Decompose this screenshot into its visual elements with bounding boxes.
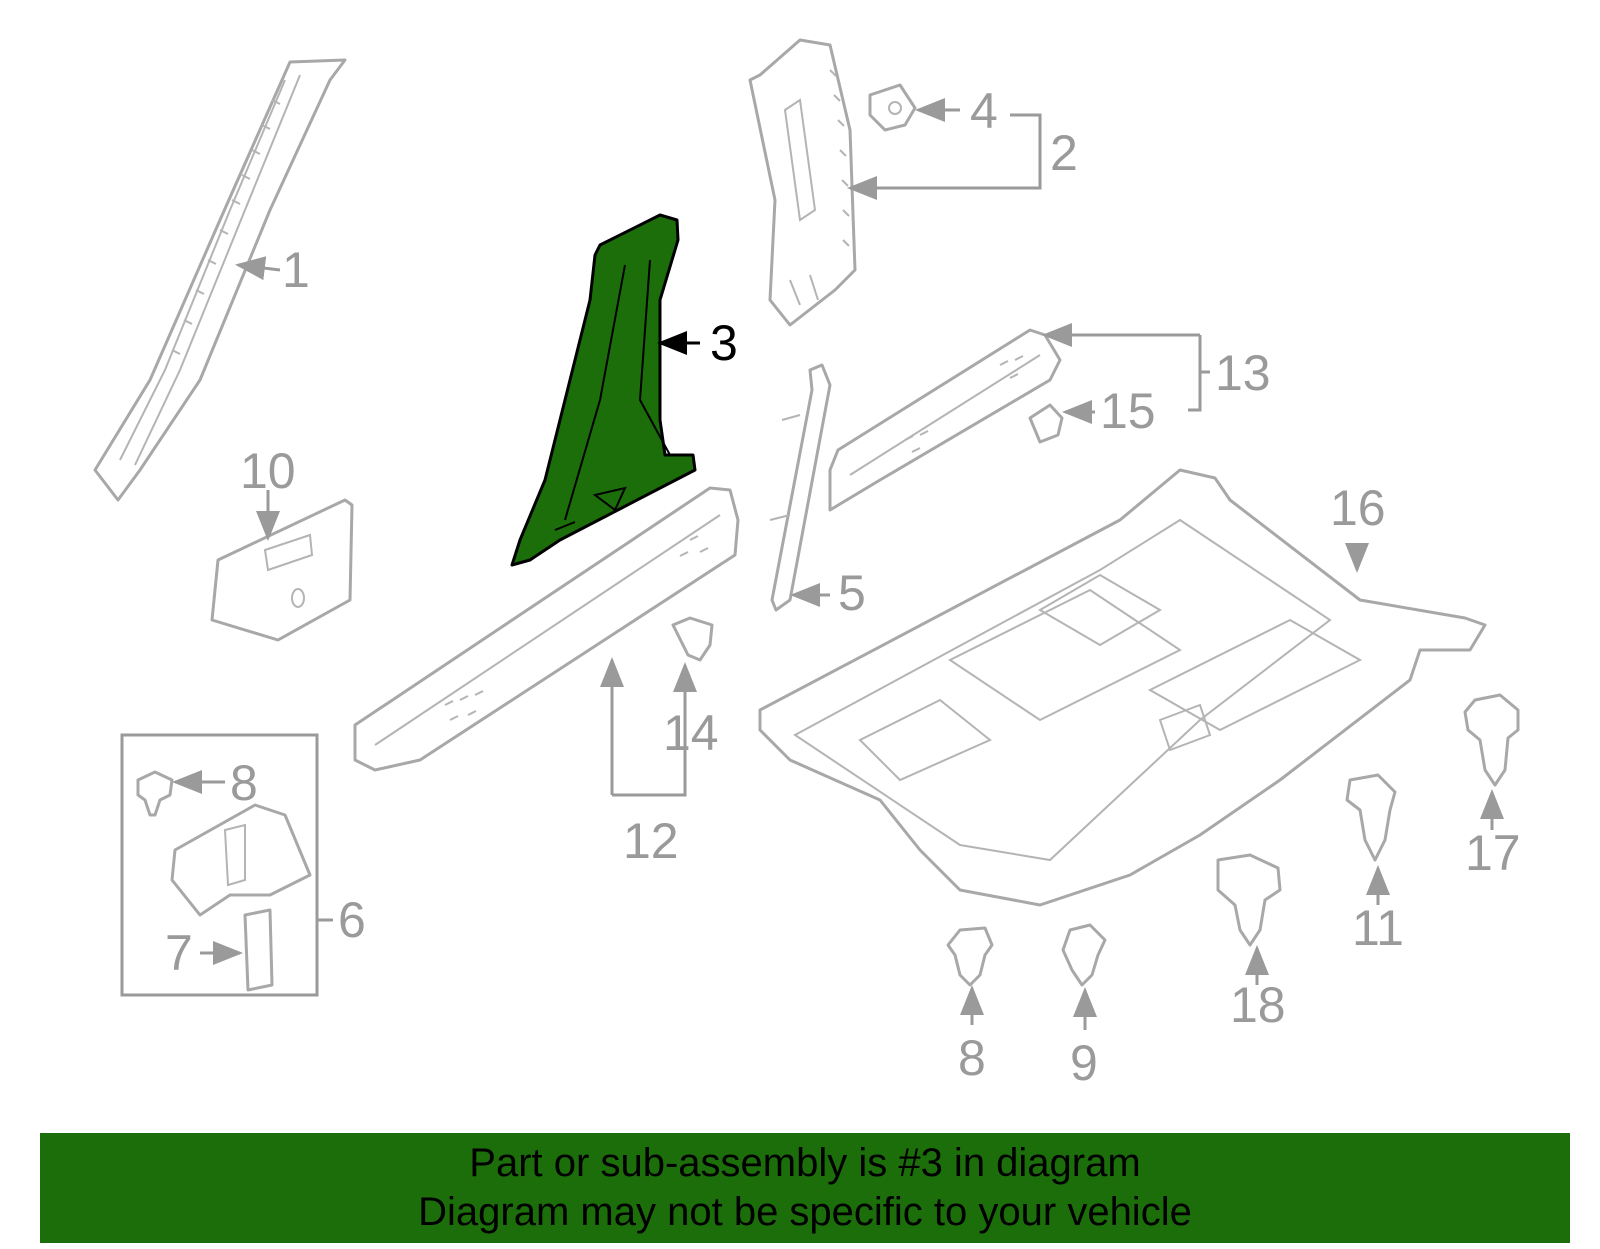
part-15-clip: [1028, 403, 1064, 444]
part-2-b-pillar-upper-trim: [748, 38, 857, 327]
part-3-shape: [510, 213, 697, 567]
callout-6: 6: [338, 892, 366, 948]
callout-11: 11: [1352, 900, 1404, 956]
parts-diagram: 1 2 4 3 10 12: [93, 38, 1521, 1091]
info-banner: Part or sub-assembly is #3 in diagram Di…: [40, 1133, 1570, 1243]
callout-16: 16: [1330, 480, 1386, 536]
part-5-weatherstrip: [769, 363, 832, 612]
callout-12: 12: [623, 813, 679, 869]
part-14-clip: [671, 616, 714, 662]
part-4-clip: [868, 83, 917, 132]
callout-18: 18: [1230, 977, 1286, 1033]
part-13-rear-sill-trim: [828, 328, 1062, 512]
callout-10: 10: [240, 443, 296, 499]
part-9-screw: [1061, 923, 1107, 987]
callout-5: 5: [838, 565, 866, 621]
part-10-panel: [210, 498, 354, 642]
callout-13: 13: [1215, 345, 1271, 401]
callout-15: 15: [1100, 383, 1156, 439]
callout-14: 14: [663, 705, 719, 761]
part-17-fastener: [1463, 693, 1520, 787]
callout-8-top: 8: [230, 755, 258, 811]
callout-9: 9: [1070, 1035, 1098, 1091]
callout-2: 2: [1050, 125, 1078, 181]
callout-3: 3: [710, 315, 738, 371]
part-6-group: [120, 733, 319, 997]
part-16-floor-carpet: [758, 468, 1487, 907]
part-18-plug: [1216, 853, 1282, 947]
part-11-screw: [1345, 773, 1397, 862]
part-3-b-pillar-lower-trim: [510, 213, 697, 567]
callout-1: 1: [282, 242, 310, 298]
part-1-a-pillar-trim: [93, 58, 347, 502]
banner-line-2: Diagram may not be specific to your vehi…: [418, 1190, 1192, 1234]
part-12-sill-trim: [353, 486, 740, 772]
part-8-fastener: [946, 926, 994, 987]
banner-line-1: Part or sub-assembly is #3 in diagram: [469, 1141, 1141, 1185]
callout-4: 4: [970, 83, 998, 139]
callout-8-bottom: 8: [958, 1030, 986, 1086]
callout-7: 7: [165, 925, 193, 981]
callout-17: 17: [1465, 825, 1521, 881]
